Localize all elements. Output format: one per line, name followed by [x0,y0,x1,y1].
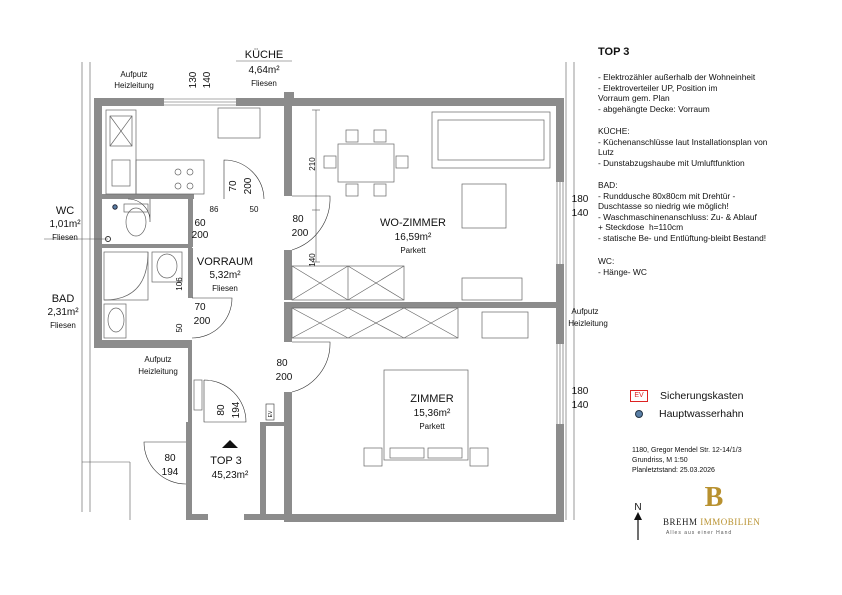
brand-logo: B [705,482,724,513]
top-area: 45,23m² [212,470,249,481]
dining-table [323,129,409,197]
svg-text:200: 200 [292,228,309,239]
kitchen-window [164,98,236,106]
svg-text:180: 180 [572,194,589,205]
plan-scale: Grundriss, M 1:50 [632,457,688,464]
wc-name: WC [56,205,74,217]
notes-wc: WC: - Hänge- WC [598,256,647,277]
water-valve-marker [112,204,118,210]
aufputz-label-2: Aufputz [571,307,598,316]
brand-name: BREHM IMMOBILIEN [663,517,761,527]
wardrobe-bedroom [291,307,529,339]
svg-text:140: 140 [308,253,317,267]
dimension-lines-living [312,109,320,263]
zimmer-floor: Parkett [419,422,445,431]
notes-general: - Elektrozähler außerhalb der Wohneinhei… [598,72,756,114]
fuse-box-marker: EV [265,403,275,421]
plan-address: 1180, Gregor Mendel Str. 12-14/1/3 [632,447,742,454]
wozimmer-floor: Parkett [400,246,426,255]
svg-text:140: 140 [572,400,589,411]
fuse-box-icon: EV [630,390,648,402]
bad-floor: Fliesen [50,321,76,330]
svg-text:80: 80 [164,453,176,464]
notes-bad: BAD: - Rundduschе 80x80cm mit Drehtür - … [598,180,767,243]
wozimmer-area: 16,59m² [395,232,432,243]
kitchen-counter [105,107,261,195]
heizleitung-label-2: Heizleitung [568,319,608,328]
plan-info: 1180, Gregor Mendel Str. 12-14/1/3 Grund… [632,446,742,476]
kueche-name: KÜCHE [245,49,284,61]
wc-floor: Fliesen [52,233,78,242]
doors [127,159,331,485]
svg-text:200: 200 [276,372,293,383]
wc-fixtures [123,203,149,237]
bedroom-window [556,344,564,424]
walls [94,92,564,522]
legend-fuse-box-label: Sicherungskasten [660,390,744,402]
entrance-arrow-icon [222,440,238,448]
aufputz-label-3: Aufputz [144,355,171,364]
svg-text:140: 140 [202,71,213,88]
vorraum-name: VORRAUM [197,256,253,268]
legend-water-valve: Hauptwasserhahn [630,408,744,420]
heizleitung-label-1: Heizleitung [114,81,154,90]
zimmer-area: 15,36m² [414,408,451,419]
legend-water-valve-label: Hauptwasserhahn [659,408,744,420]
notes-title: TOP 3 [598,46,630,58]
north-arrow: N [634,502,642,540]
svg-text:194: 194 [162,467,179,478]
svg-text:140: 140 [572,208,589,219]
svg-text:200: 200 [194,316,211,327]
aufputz-label-1: Aufputz [120,70,147,79]
svg-text:86: 86 [210,205,219,214]
bad-name: BAD [52,293,75,305]
kueche-area: 4,64m² [248,65,280,76]
svg-text:60: 60 [194,218,206,229]
site-lines [81,62,575,520]
top-name: TOP 3 [210,455,241,467]
svg-text:106: 106 [175,277,184,291]
notes-kueche: KÜCHE: - Küchenanschlüsse laut Installat… [598,126,768,168]
wc-area: 1,01m² [49,219,81,230]
zimmer-name: ZIMMER [410,393,453,405]
svg-text:N: N [634,502,641,513]
svg-text:80: 80 [216,404,227,416]
wozimmer-name: WO-ZIMMER [380,217,446,229]
sofa [431,111,551,301]
living-room-window [556,182,564,264]
water-valve-icon [635,410,643,418]
svg-text:80: 80 [276,358,288,369]
svg-text:180: 180 [572,386,589,397]
svg-text:210: 210 [308,157,317,171]
svg-text:EV: EV [268,410,274,417]
svg-text:50: 50 [175,323,184,332]
svg-text:200: 200 [192,230,209,241]
heizleitung-label-3: Heizleitung [138,367,178,376]
brand-slogan: Alles aus einer Hand [666,530,733,536]
bad-area: 2,31m² [47,307,79,318]
svg-text:70: 70 [228,180,239,192]
vorraum-area: 5,32m² [209,270,241,281]
svg-text:50: 50 [250,205,259,214]
svg-text:200: 200 [243,177,254,194]
plan-date: Planletztstand: 25.03.2026 [632,467,715,474]
vorraum-floor: Fliesen [212,284,238,293]
dimension-labels: 130 140 70 200 60 200 86 50 80 200 210 1… [162,71,589,478]
svg-text:80: 80 [292,214,304,225]
bath-fixtures [103,251,183,339]
svg-text:70: 70 [194,302,206,313]
svg-text:B: B [705,482,724,513]
legend-fuse-box: EV Sicherungskasten [630,390,743,402]
wardrobe-living [291,265,405,301]
bed [363,369,489,467]
svg-text:194: 194 [231,401,242,418]
svg-text:130: 130 [188,71,199,88]
kueche-floor: Fliesen [251,79,277,88]
